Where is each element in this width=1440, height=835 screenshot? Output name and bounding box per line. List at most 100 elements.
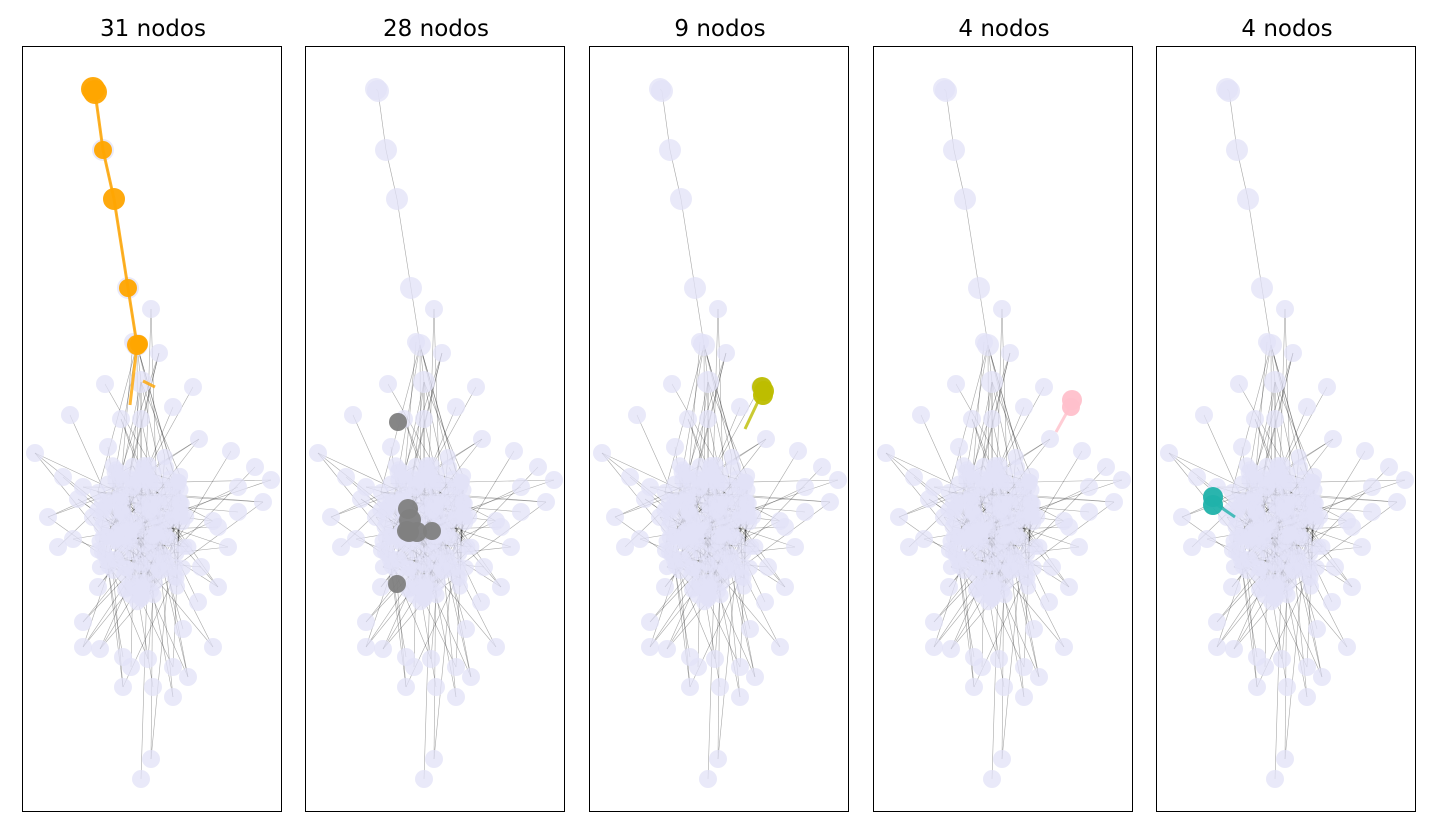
node [659,139,681,161]
node [505,442,523,460]
edge [404,341,417,478]
highlight-node [388,575,406,593]
highlight-node [119,279,137,297]
node [93,518,110,535]
node [963,410,981,428]
node [112,410,130,428]
node [1080,503,1098,521]
edge [1247,198,1263,289]
node [660,518,677,535]
node [702,573,719,590]
node [39,508,57,526]
highlight-node [407,522,427,542]
node [332,538,350,556]
node [1276,750,1294,768]
node [711,678,729,696]
node [954,188,976,210]
node [1027,538,1044,555]
node [357,638,375,656]
node [1267,590,1284,607]
node [309,444,327,462]
node [691,333,709,351]
node [229,478,247,496]
node [114,678,132,696]
edge [972,341,985,478]
node [738,493,755,510]
node [621,468,639,486]
node [688,470,705,487]
node [149,531,166,548]
node [968,581,985,598]
node [992,502,1009,519]
node [400,277,422,299]
node [189,593,207,611]
node [161,531,178,548]
node [1237,188,1259,210]
node [171,505,188,522]
node [1305,505,1322,522]
node [1363,478,1381,496]
edge [419,344,449,457]
highlight-node [423,522,441,540]
node [1060,578,1078,596]
node [1270,457,1287,474]
node [1276,300,1294,318]
node [1015,398,1033,416]
node [1257,520,1274,537]
edges-layer [34,88,272,780]
node [1323,593,1341,611]
node [91,640,109,658]
node [981,371,1003,393]
edge [666,588,695,650]
node [136,457,153,474]
node [108,530,125,547]
node [425,300,443,318]
edge [106,560,124,688]
node [492,518,510,536]
node [433,559,450,576]
node [387,457,404,474]
node [1246,410,1264,428]
node [1380,458,1398,476]
node [947,375,965,393]
node [987,457,1004,474]
edge [136,344,166,457]
node [983,770,1001,788]
highlight-node [1062,398,1080,416]
edges-layer [601,88,839,780]
node [133,484,150,501]
node [372,578,390,596]
network-graph-5 [1160,78,1414,788]
edge [688,341,701,478]
node [746,668,764,686]
node [699,770,717,788]
nodes-layer [309,78,563,788]
node [444,470,461,487]
node [150,344,168,362]
node [473,430,491,448]
node [1198,530,1216,548]
edge [1270,344,1300,457]
highlight-edge [142,379,156,389]
node [656,578,674,596]
node [487,638,505,656]
node [416,484,433,501]
node [731,398,749,416]
node [776,518,794,536]
node [190,430,208,448]
node [99,438,117,456]
node [54,468,72,486]
node [1324,430,1342,448]
node [133,590,150,607]
node [1218,80,1240,102]
node [131,554,148,571]
node [164,398,182,416]
highlight-edge [128,344,139,406]
edge [99,588,128,650]
highlight-layer [388,413,441,593]
edge [957,560,975,688]
node [829,471,847,489]
node [789,442,807,460]
node [920,490,938,508]
network-graph-2 [309,78,563,788]
